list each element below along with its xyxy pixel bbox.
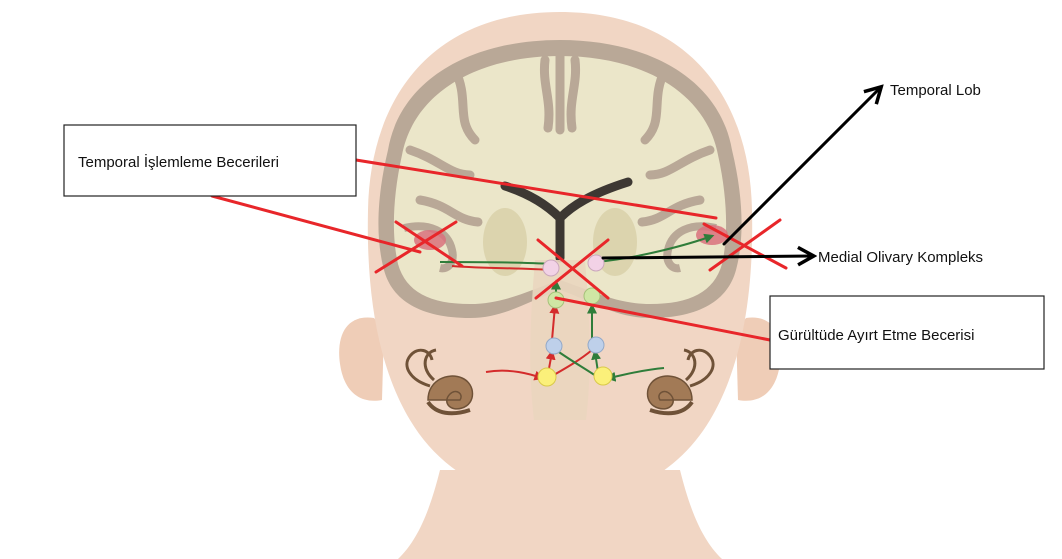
right-superior-olive (588, 337, 604, 353)
label-text-speech-in-noise: Gürültüde Ayırt Etme Becerisi (778, 327, 974, 344)
right-inferior-colliculus (588, 255, 604, 271)
label-speech-in-noise: Gürültüde Ayırt Etme Becerisi (770, 296, 1044, 369)
label-text-medial-olivary: Medial Olivary Kompleks (818, 249, 983, 266)
label-text-temporal-processing: Temporal İşlemleme Becerileri (78, 153, 279, 171)
left-deep-nuclei (483, 208, 527, 276)
arrow-medial-olivary (603, 256, 812, 258)
left-superior-olive (546, 338, 562, 354)
label-temporal-processing: Temporal İşlemleme Becerileri (64, 125, 356, 196)
label-text-temporal-lobe: Temporal Lob (890, 82, 981, 99)
left-cochlear-nucleus (538, 368, 556, 386)
left-inferior-colliculus (543, 260, 559, 276)
right-cochlear-nucleus (594, 367, 612, 385)
